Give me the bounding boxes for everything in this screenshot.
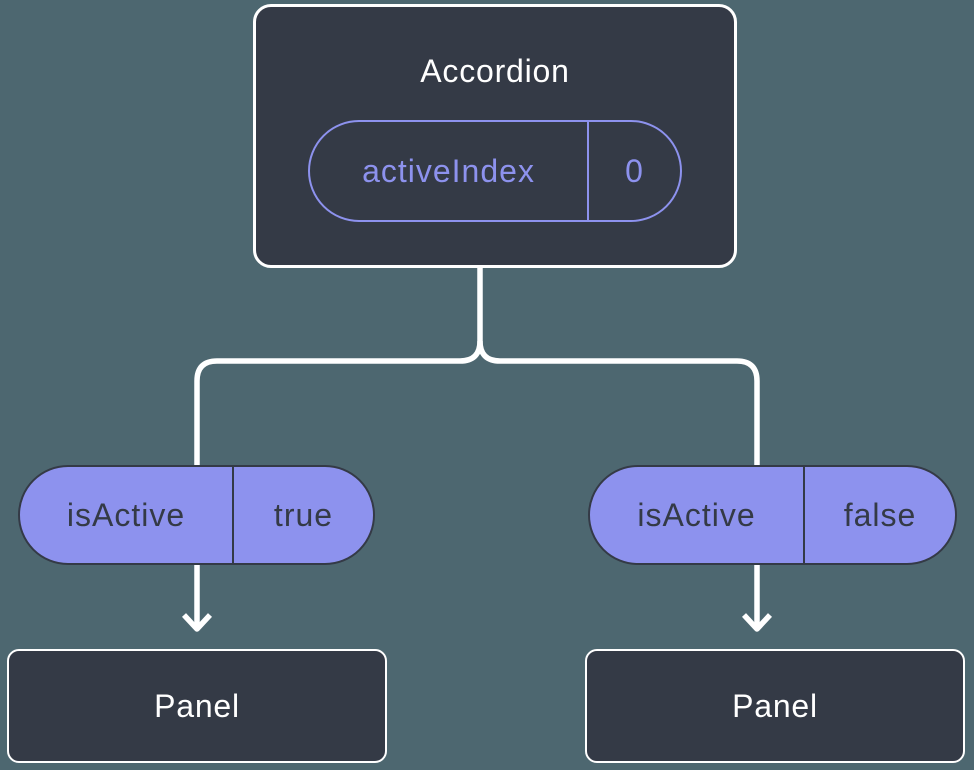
prop-pill-right: isActive false [588, 465, 957, 565]
state-value: 0 [625, 152, 644, 189]
pill-divider [587, 122, 589, 220]
panel-node-right: Panel [585, 649, 965, 763]
panel-node-left: Panel [7, 649, 387, 763]
arrow-down-icon [181, 613, 213, 632]
prop-value: false [843, 496, 917, 533]
state-name: activeIndex [362, 152, 535, 189]
arrow-down-icon [741, 613, 773, 632]
trunk-left-branch-connector [194, 266, 483, 627]
prop-name: isActive [637, 496, 756, 533]
node-title: Accordion [420, 53, 570, 89]
prop-value: true [273, 496, 334, 533]
node-title: Panel [732, 687, 818, 724]
prop-pill-left: isActive true [18, 465, 375, 565]
pill-divider [803, 467, 805, 563]
prop-name: isActive [66, 496, 186, 533]
state-pill: activeIndex 0 [308, 120, 682, 222]
pill-divider [232, 467, 234, 563]
accordion-node: Accordion activeIndex 0 [253, 4, 737, 268]
node-title: Panel [154, 687, 240, 724]
right-branch-connector [477, 340, 760, 627]
